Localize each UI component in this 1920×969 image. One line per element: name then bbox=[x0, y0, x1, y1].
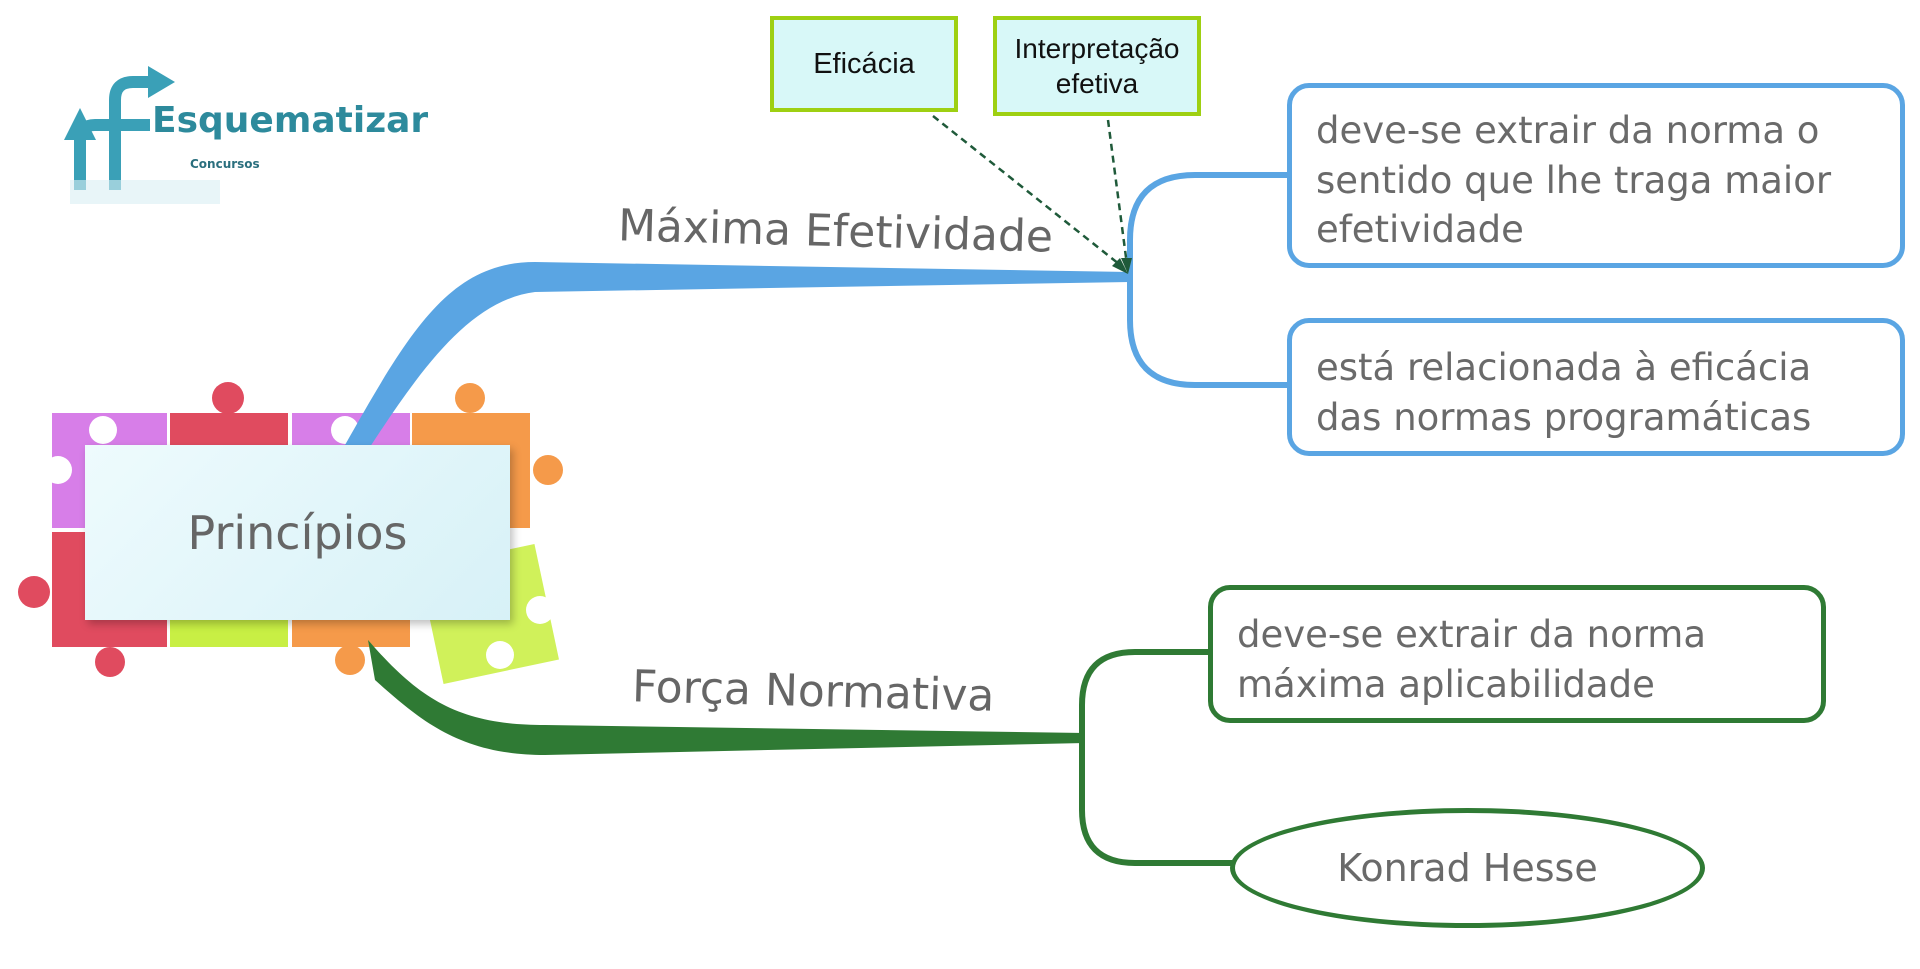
central-node-label: Princípios bbox=[187, 505, 408, 560]
branch-forca-normativa-bracket bbox=[1079, 649, 1238, 866]
branch-max-efetividade-stem bbox=[345, 262, 1130, 450]
central-node: Princípios bbox=[85, 445, 510, 620]
branch-max-efetividade-bracket bbox=[1127, 172, 1292, 388]
logo-subtitle: Concursos bbox=[190, 157, 260, 171]
note-arrows bbox=[932, 115, 1132, 274]
branch-label-max-efetividade: Máxima Efetividade bbox=[617, 200, 1054, 263]
branch-label-forca-normativa: Força Normativa bbox=[631, 661, 996, 722]
child-box-efetividade-1: deve-se extrair da norma o sentido que l… bbox=[1287, 83, 1905, 268]
logo-arrow-icon bbox=[64, 66, 220, 204]
note-interpretacao-efetiva: Interpretação efetiva bbox=[993, 16, 1201, 116]
branch-forca-normativa-stem bbox=[368, 640, 1085, 755]
child-ellipse-konrad-hesse: Konrad Hesse bbox=[1230, 808, 1705, 928]
note-eficacia: Eficácia bbox=[770, 16, 958, 112]
child-box-forca-1: deve-se extrair da norma máxima aplicabi… bbox=[1208, 585, 1826, 723]
logo-name: Esquematizar bbox=[152, 100, 429, 141]
child-box-efetividade-2: está relacionada à eficácia das normas p… bbox=[1287, 318, 1905, 456]
